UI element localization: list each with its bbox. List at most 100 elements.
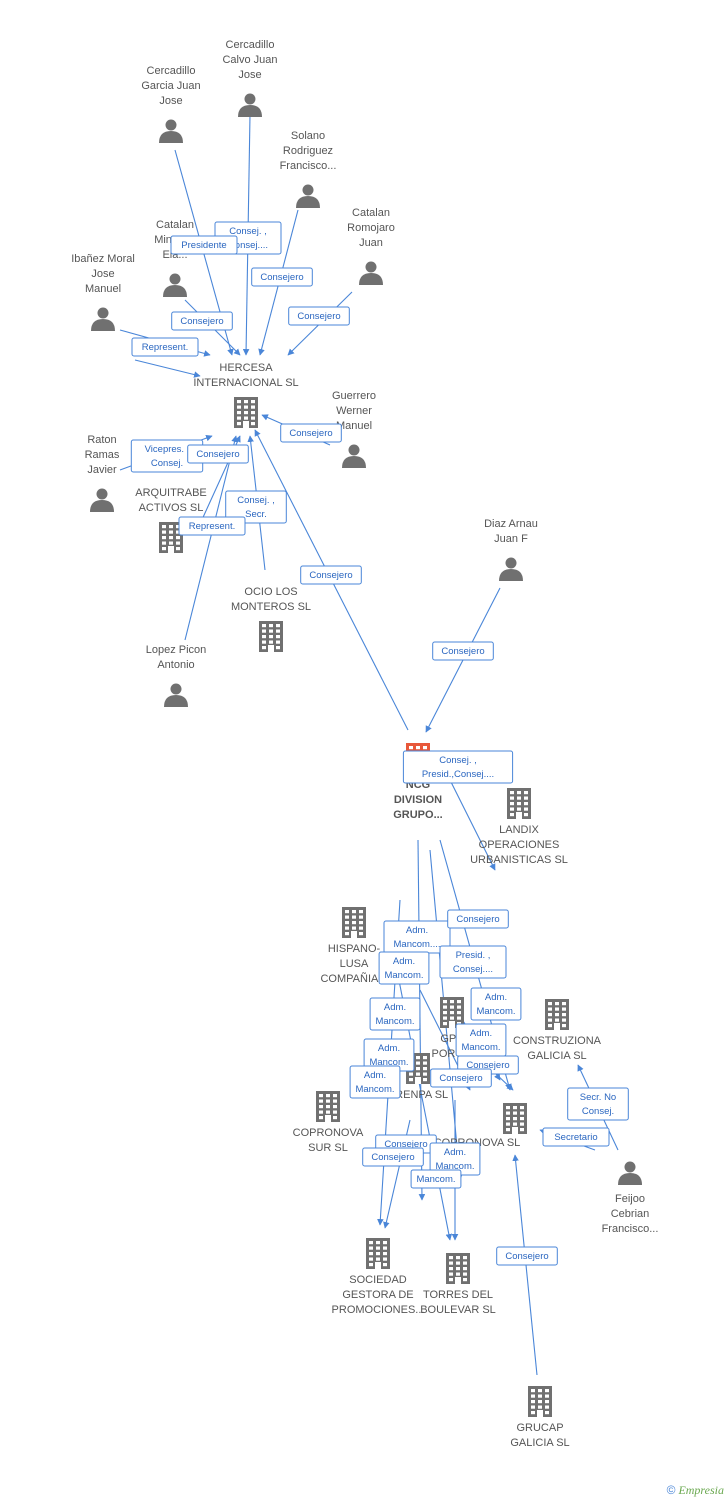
edge-role-label[interactable]: Consejero — [187, 444, 249, 464]
node-label: BOULEVAR SL — [420, 1304, 496, 1316]
edge-role-label[interactable]: Adm.Mancom. — [378, 951, 430, 985]
node-hispano[interactable]: HISPANO-LUSACOMPAÑIA... — [320, 907, 388, 985]
node-label: Juan — [359, 237, 383, 249]
node-label: GALICIA SL — [527, 1050, 586, 1062]
edge-role-label[interactable]: Adm.Mancom. — [369, 997, 421, 1031]
node-feijoo[interactable]: FeijooCebrianFrancisco... — [602, 1161, 659, 1236]
edge-role-label[interactable]: Consejero — [280, 423, 342, 443]
node-solano[interactable]: SolanoRodriguezFrancisco... — [280, 130, 337, 208]
building-icon — [234, 397, 258, 428]
edge-role-label[interactable]: Adm. Mancom. — [470, 987, 522, 1021]
edges-layer — [119, 114, 619, 1376]
edge-role-text: Represent. — [142, 342, 188, 353]
node-label: Werner — [336, 405, 372, 417]
edge-role-text: Consejero — [196, 449, 239, 460]
person-icon — [359, 261, 383, 285]
edge-role-label[interactable]: Consejero — [251, 267, 313, 287]
footer-brand[interactable]: © Empresia — [667, 1483, 724, 1498]
edge-role-label[interactable]: Consejero — [288, 306, 350, 326]
node-label: GESTORA DE — [342, 1289, 413, 1301]
edge-role-label[interactable]: Consejero — [496, 1246, 558, 1266]
edge-role-label[interactable]: Adm. Mancom. — [455, 1023, 507, 1057]
person-icon — [342, 444, 366, 468]
edge-role-text: Secretario — [554, 1132, 597, 1143]
edge-role-label[interactable]: Consejero — [171, 311, 233, 331]
edge-role-label[interactable]: Consejero — [432, 641, 494, 661]
edge-role-text: Consej. , — [439, 755, 477, 766]
edge-role-text: Mancom. — [461, 1042, 500, 1053]
edge-role-label[interactable]: Consejero — [447, 909, 509, 929]
edge-role-label[interactable]: Consejero — [362, 1147, 424, 1167]
node-label: Catalan — [352, 207, 390, 219]
person-icon — [164, 683, 188, 707]
node-label: Cercadillo — [226, 39, 275, 51]
edge-role-label[interactable]: Adm.Mancom. — [349, 1065, 401, 1099]
edge-role-text: Mancom. — [476, 1006, 515, 1017]
edge-role-text: Mancom. — [416, 1174, 455, 1185]
edge-role-text: Adm. — [406, 925, 428, 936]
edge-role-label[interactable]: Presid. ,Consej.... — [439, 945, 507, 979]
building-icon — [259, 621, 283, 652]
building-icon — [446, 1253, 470, 1284]
node-label: Lopez Picon — [146, 644, 207, 656]
node-label: URBANISTICAS SL — [470, 854, 568, 866]
person-icon — [163, 273, 187, 297]
edge-role-label[interactable]: Consejero — [300, 565, 362, 585]
edge-role-label[interactable]: Represent. — [178, 516, 246, 536]
relation-edge — [184, 435, 238, 641]
node-catalan-minguez[interactable]: CatalanMinguezEla... — [154, 219, 196, 297]
node-label: BRENPA SL — [388, 1089, 448, 1101]
edge-role-text: Adm. — [470, 1028, 492, 1039]
edge-role-text: Mancom. — [435, 1161, 474, 1172]
node-label: COMPAÑIA... — [320, 972, 387, 985]
edge-role-text: Adm. — [378, 1043, 400, 1054]
building-icon — [316, 1091, 340, 1122]
edge-role-label[interactable]: Consejero — [430, 1068, 492, 1088]
edge-role-label[interactable]: Consej. ,Presid.,Consej.... — [402, 750, 514, 784]
node-label: LANDIX — [499, 824, 539, 836]
edge-role-label[interactable]: Represent. — [131, 337, 199, 357]
node-label: Cebrian — [611, 1208, 650, 1220]
node-label: INTERNACIONAL SL — [193, 377, 298, 389]
node-label: SOCIEDAD — [349, 1274, 407, 1286]
edge-role-label[interactable]: Consej. ,Secr. — [225, 490, 287, 524]
edge-role-text: Consejero — [456, 914, 499, 925]
edge-role-text: Adm. — [384, 1002, 406, 1013]
edge-role-label[interactable]: Presidente — [170, 235, 238, 255]
edge-labels-layer: Consej. ,Consej....PresidenteConsejeroCo… — [130, 221, 629, 1266]
node-copronova[interactable]: COPRONOVA SL — [434, 1103, 527, 1149]
edge-role-label[interactable]: Secretario — [542, 1127, 610, 1147]
edge-role-text: Consejero — [289, 428, 332, 439]
edge-role-label[interactable]: Mancom. — [410, 1169, 462, 1189]
edge-role-text: Adm. — [485, 992, 507, 1003]
edge-role-text: Consej. — [582, 1106, 614, 1117]
edge-role-text: Consejero — [466, 1060, 509, 1071]
copyright-icon: © — [666, 1483, 676, 1497]
node-label: Juan F — [494, 533, 528, 545]
node-label: OCIO LOS — [244, 586, 297, 598]
node-label: Javier — [87, 464, 117, 476]
node-label: Diaz Arnau — [484, 518, 538, 530]
edge-role-text: Adm. — [444, 1147, 466, 1158]
edge-role-text: Adm. — [364, 1070, 386, 1081]
node-label: GRUCAP — [516, 1422, 563, 1434]
node-label: Ibañez Moral — [71, 253, 135, 265]
